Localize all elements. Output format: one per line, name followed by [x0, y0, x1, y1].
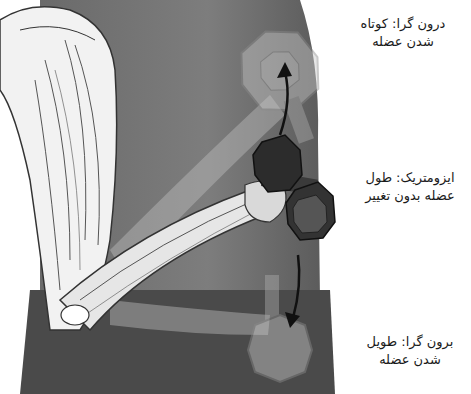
phase-label: برون گرا: طویل شدن عضله [354, 332, 466, 369]
phase-label: درون گرا: کوتاه شدن عضله [344, 14, 462, 51]
phase-label: ایزومتریک: طول عضله بدون تغییر [358, 168, 462, 205]
